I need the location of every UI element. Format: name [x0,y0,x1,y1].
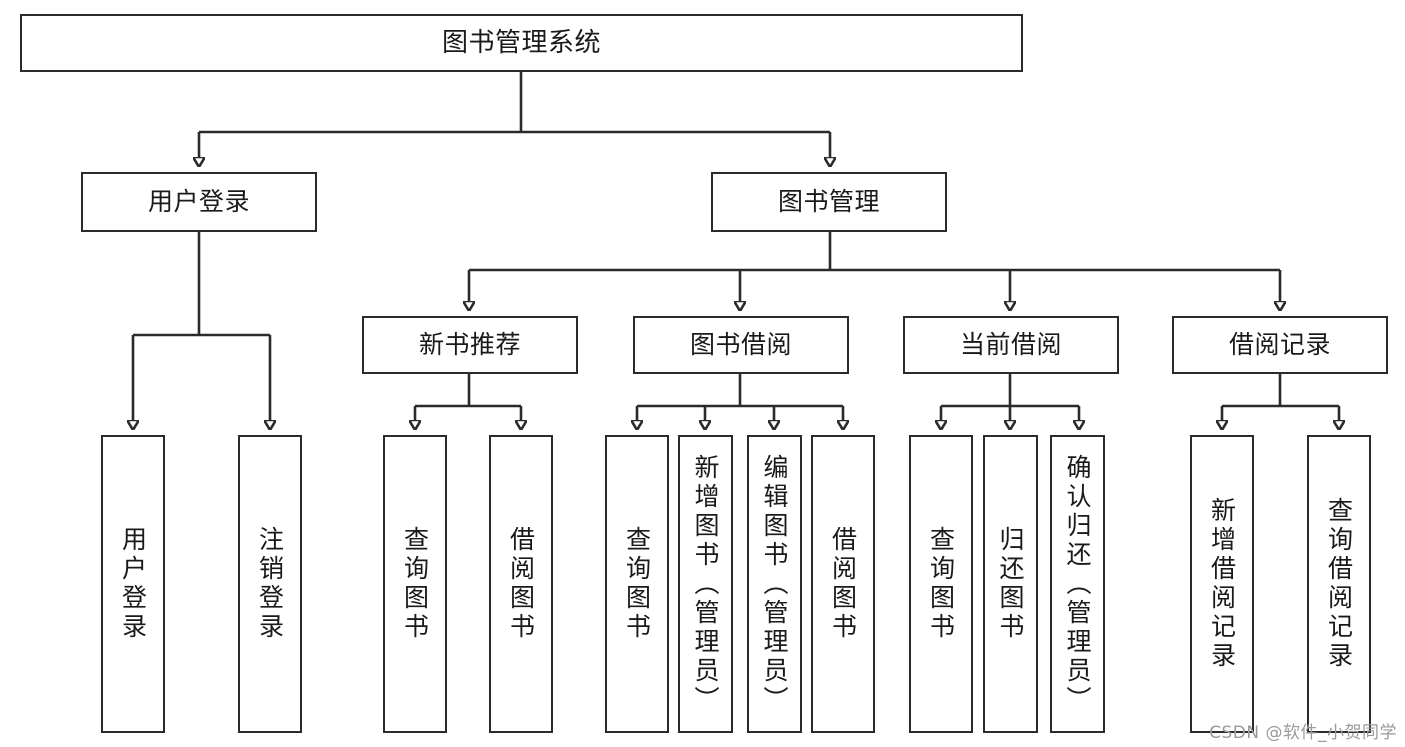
node-borrow-record[interactable]: 借阅记录 [1172,316,1388,374]
node-label: 新增图书（管理员） [691,453,720,715]
leaf-borrow-add-book-admin[interactable]: 新增图书（管理员） [678,435,733,733]
node-label: 查询图书 [926,526,956,642]
node-label: 查询借阅记录 [1324,497,1354,671]
node-label: 用户登录 [147,187,250,217]
leaf-borrow-borrow-book[interactable]: 借阅图书 [811,435,875,733]
node-label: 新书推荐 [418,330,521,360]
node-label: 图书借阅 [689,330,792,360]
csdn-watermark: CSDN @软件_小贺同学 [1209,723,1397,743]
node-label: 当前借阅 [959,330,1062,360]
leaf-recommend-borrow-book[interactable]: 借阅图书 [489,435,553,733]
node-new-book-recommend[interactable]: 新书推荐 [362,316,578,374]
node-label: 借阅图书 [828,526,858,642]
node-current-borrow[interactable]: 当前借阅 [903,316,1119,374]
leaf-borrow-query-book[interactable]: 查询图书 [605,435,669,733]
node-label: 归还图书 [996,526,1025,642]
leaf-user-logout[interactable]: 注销登录 [238,435,302,733]
node-label: 查询图书 [400,526,430,642]
leaf-record-query-record[interactable]: 查询借阅记录 [1307,435,1371,733]
node-label: 图书管理 [777,187,880,217]
node-book-management[interactable]: 图书管理 [711,172,947,232]
node-label: 用户登录 [118,526,148,642]
node-label: 图书管理系统 [441,27,601,58]
leaf-record-add-record[interactable]: 新增借阅记录 [1190,435,1254,733]
node-system-root[interactable]: 图书管理系统 [20,14,1023,72]
node-label: 确认归还（管理员） [1063,453,1092,715]
node-label: 新增借阅记录 [1207,497,1237,671]
node-label: 编辑图书（管理员） [760,453,789,715]
node-label: 借阅记录 [1228,330,1331,360]
node-label: 查询图书 [622,526,652,642]
node-book-borrow[interactable]: 图书借阅 [633,316,849,374]
leaf-user-login[interactable]: 用户登录 [101,435,165,733]
node-user-login[interactable]: 用户登录 [81,172,317,232]
leaf-recommend-query-book[interactable]: 查询图书 [383,435,447,733]
node-label: 借阅图书 [506,526,536,642]
leaf-current-query-book[interactable]: 查询图书 [909,435,973,733]
leaf-current-confirm-return-admin[interactable]: 确认归还（管理员） [1050,435,1105,733]
leaf-borrow-edit-book-admin[interactable]: 编辑图书（管理员） [747,435,802,733]
node-label: 注销登录 [255,526,285,642]
leaf-current-return-book[interactable]: 归还图书 [983,435,1038,733]
